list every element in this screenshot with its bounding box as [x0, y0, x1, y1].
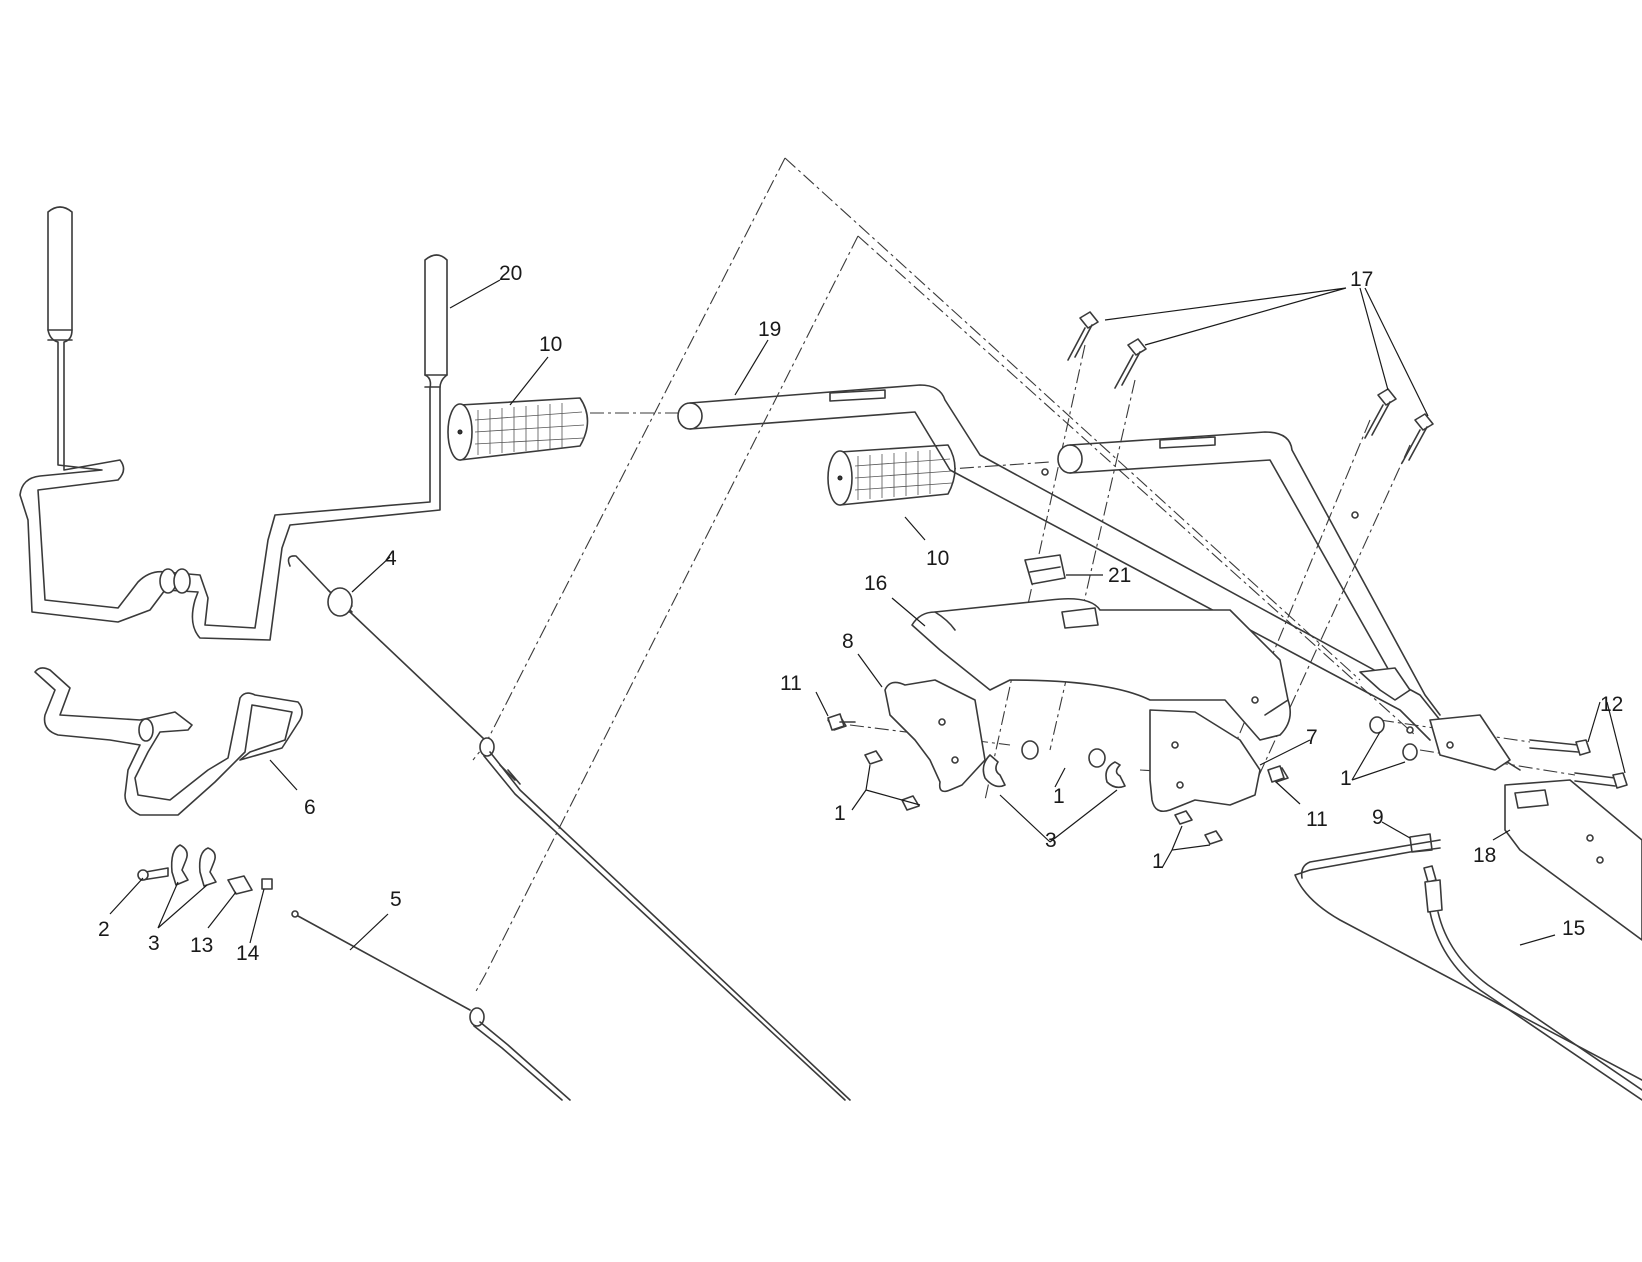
lower-left-hardware	[137, 844, 273, 895]
rear-bracket	[1359, 667, 1511, 771]
callout-11-left: 11	[780, 672, 802, 695]
callout-3-right: 3	[1045, 829, 1057, 852]
bracket-8	[884, 679, 986, 793]
callout-9: 9	[1372, 806, 1384, 829]
callout-10-right: 10	[926, 547, 949, 570]
callout-18: 18	[1473, 844, 1496, 867]
callout-1-b: 1	[1053, 785, 1065, 808]
leader-lines	[109, 279, 1626, 951]
assembly-centerlines	[472, 157, 1576, 994]
callout-labels: 20 10 19 17 4 10 16 21 8 11 12 7 6 1 1 1…	[98, 262, 1623, 965]
callout-7: 7	[1306, 726, 1318, 749]
bracket-18	[1504, 779, 1642, 941]
callout-19: 19	[758, 318, 781, 341]
bolts-11	[827, 713, 1285, 783]
callout-2: 2	[98, 918, 110, 941]
callout-3-left: 3	[148, 932, 160, 955]
callout-1-a: 1	[834, 802, 846, 825]
bracket-7	[1149, 709, 1261, 813]
lever-bracket	[34, 667, 303, 816]
callout-14: 14	[236, 942, 260, 965]
hand-grip-right	[827, 444, 956, 506]
callout-6: 6	[304, 796, 316, 819]
wire-harness-15	[1423, 865, 1642, 1101]
callout-12: 12	[1600, 693, 1623, 716]
callout-13: 13	[190, 934, 213, 957]
traction-cable	[479, 737, 851, 1101]
callout-8: 8	[842, 630, 854, 653]
handle-tube-frame	[677, 384, 1521, 771]
callout-15: 15	[1562, 917, 1585, 940]
callout-1-d: 1	[1340, 767, 1352, 790]
control-cable	[291, 910, 571, 1101]
callout-20: 20	[499, 262, 522, 285]
bolts-17	[1067, 311, 1434, 464]
rod-9	[1294, 833, 1642, 1081]
callout-16: 16	[864, 572, 887, 595]
clips-3	[982, 754, 1126, 789]
callout-4: 4	[385, 547, 397, 570]
control-bar-assembly	[19, 206, 448, 641]
hand-grip-left	[447, 397, 589, 461]
bolts-12	[1529, 739, 1628, 789]
callout-11-right: 11	[1306, 808, 1328, 831]
switch-21	[1024, 554, 1066, 585]
callout-5: 5	[390, 888, 402, 911]
callout-17: 17	[1350, 268, 1373, 291]
callout-21: 21	[1108, 564, 1131, 587]
callout-1-c: 1	[1152, 850, 1164, 873]
control-console	[911, 597, 1291, 741]
callout-10-left: 10	[539, 333, 562, 356]
extension-spring	[287, 555, 486, 741]
